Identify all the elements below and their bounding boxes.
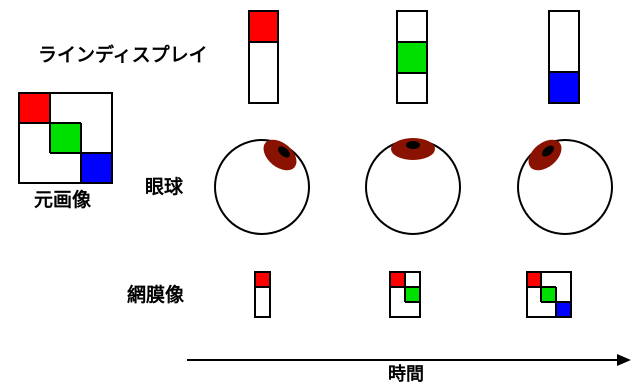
line-display-t3	[548, 10, 580, 104]
eyeball-t1-iris	[263, 139, 297, 171]
retinal-image-t3-frame	[526, 271, 572, 318]
original-image-grid	[19, 93, 112, 183]
retinal-image-t2-frame	[389, 271, 421, 318]
original-image-cell-green	[50, 123, 81, 153]
retinal-image-t3-red	[527, 272, 541, 287]
retinal-image-t1-red	[254, 271, 271, 288]
retinal-image-t2-grid	[390, 272, 420, 303]
eyeball-t2-pupil	[406, 141, 420, 149]
line-display-t1-led-red	[248, 10, 279, 43]
retinal-image-t1	[254, 271, 271, 318]
original-image	[18, 92, 113, 184]
eyeball-t1	[214, 139, 310, 235]
retinal-image-t2-red	[390, 272, 405, 287]
original-image-frame	[18, 92, 113, 184]
eyeball-t1-pupil	[278, 146, 290, 158]
eyeball-t3-pupil	[542, 145, 554, 157]
eyeball-t1-globe	[214, 139, 310, 235]
eyeball-t2	[365, 138, 461, 235]
time-arrow	[187, 354, 631, 366]
line-display-t3-led-blue	[548, 71, 580, 104]
original-image-label: 元画像	[34, 189, 92, 211]
time-arrow-head	[617, 354, 631, 366]
original-image-cell-red	[19, 93, 50, 123]
retinal-image-t2-green	[405, 287, 420, 302]
retinal-image-t2	[389, 271, 421, 318]
retinal-image-t3	[526, 271, 572, 318]
retinal-image-t3-grid	[527, 272, 571, 317]
eyeball-t3	[517, 139, 613, 235]
retinal-image-label: 網膜像	[127, 284, 185, 306]
line-display-t2-led-green	[396, 41, 428, 74]
eyeball-label: 眼球	[145, 176, 184, 198]
line-display-t1	[248, 10, 279, 104]
original-image-cell-blue	[81, 153, 112, 183]
retinal-image-t3-green	[541, 287, 556, 302]
line-display-t2	[396, 10, 428, 104]
time-axis-label: 時間	[388, 364, 424, 385]
retinal-image-t3-blue	[556, 302, 571, 317]
line-display-label: ラインディスプレイ	[38, 44, 208, 66]
